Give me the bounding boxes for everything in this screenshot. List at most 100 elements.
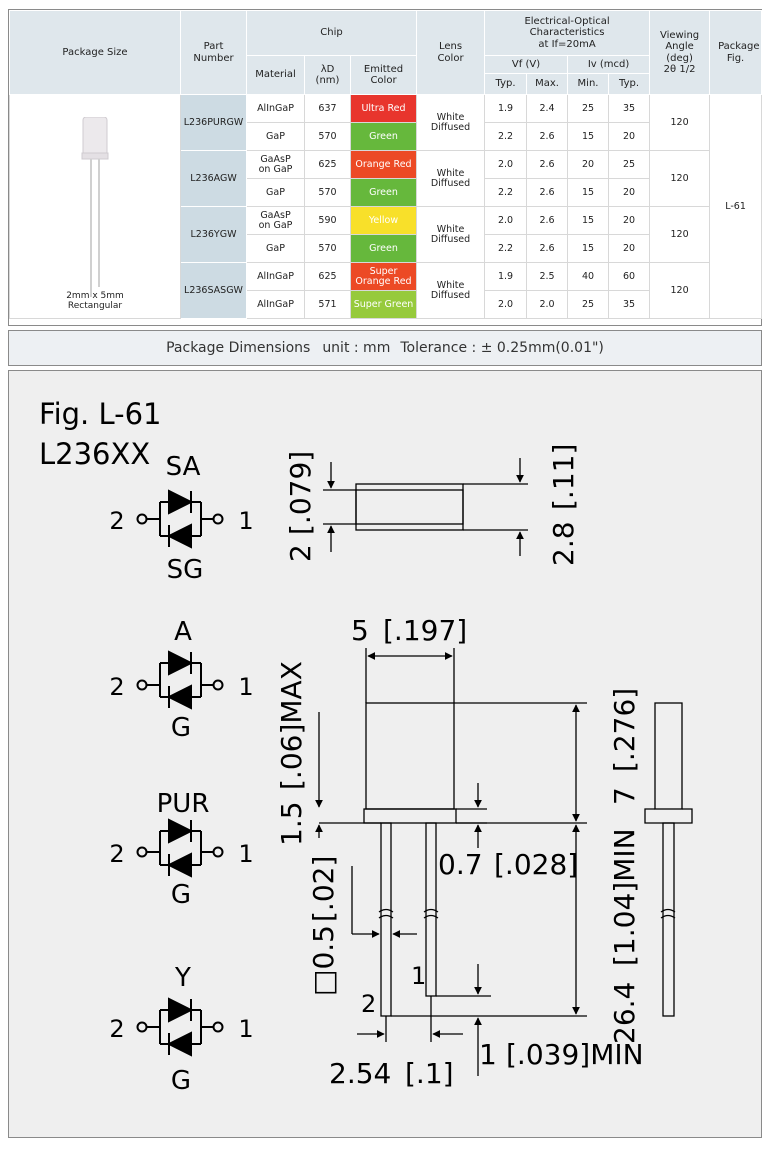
dimensions-unit: unit : mm — [322, 340, 391, 356]
iv-min: 20 — [567, 150, 610, 179]
circuit-top-label: Y — [174, 963, 191, 993]
header-package-size: Package Size — [9, 10, 181, 95]
emitted-color-cell: Super Green — [349, 290, 418, 319]
wavelength: 571 — [304, 290, 351, 319]
vf-typ: 2.2 — [484, 178, 528, 207]
circuit-top-label: SA — [166, 452, 201, 482]
top-view-drawing — [323, 458, 528, 556]
part-number: L236YGW — [180, 206, 247, 263]
package-label: 2mm x 5mm Rectangular — [10, 291, 180, 312]
vf-typ: 2.2 — [484, 234, 528, 263]
figure-panel: Fig. L-61 L236XX SA SG 2 1 A G 2 1 — [8, 370, 762, 1138]
dim-11: [.11] — [547, 444, 580, 510]
circuit-top-label: A — [174, 617, 192, 647]
emitted-color-cell: Green — [349, 178, 418, 207]
material: AlInGaP — [246, 94, 305, 123]
dim-2-8: 2.8 — [547, 521, 580, 566]
dim-0-5-square: □0.5 — [307, 925, 340, 996]
pin-right-label: 1 — [238, 1015, 253, 1043]
header-iv-min: Min. — [567, 73, 610, 95]
pin-left-label: 2 — [109, 507, 124, 535]
dim-276: [.276] — [608, 688, 641, 772]
vf-max: 2.4 — [526, 94, 569, 123]
iv-typ: 20 — [608, 122, 651, 151]
pin-left-label: 2 — [109, 840, 124, 868]
lens-line1: White — [436, 167, 465, 179]
part-number: L236AGW — [180, 150, 247, 207]
iv-min: 15 — [567, 122, 610, 151]
emitted-color-cell: Orange Red — [349, 150, 418, 179]
circuit-pur-g: PUR G 2 1 — [109, 789, 253, 910]
dim-039-min: [.039]MIN — [506, 1038, 644, 1071]
figure-model: L236XX — [39, 437, 150, 471]
viewing-angle: 120 — [649, 94, 711, 151]
pin-left-label: 2 — [109, 1015, 124, 1043]
material-line2: on GaP — [258, 163, 293, 175]
pin-left-label: 2 — [109, 673, 124, 701]
header-viewing-angle: Viewing Angle (deg) 2θ 1/2 — [649, 10, 711, 95]
dim-1-04-min: [1.04]MIN — [608, 828, 641, 966]
material-line1: GaP — [266, 130, 285, 142]
dimension-drawing: Fig. L-61 L236XX SA SG 2 1 A G 2 1 — [39, 397, 693, 1096]
vf-typ: 2.0 — [484, 206, 528, 235]
header-vf: Vf (V) — [484, 55, 569, 74]
emitted-color-cell: Yellow — [349, 206, 418, 235]
iv-min: 15 — [567, 178, 610, 207]
circuit-y-g: Y G 2 1 — [109, 963, 253, 1096]
material: AlInGaP — [246, 290, 305, 319]
lens-line1: White — [436, 279, 465, 291]
diode-pair-icon — [136, 489, 224, 549]
header-viewing-line3: (deg) — [666, 52, 693, 64]
diode-pair-icon — [136, 650, 224, 710]
spec-panel: Package Size Part Number Chip Lens Color… — [8, 9, 763, 326]
lens-line2: Diffused — [430, 177, 471, 189]
vf-max: 2.6 — [526, 178, 569, 207]
dim-1-inch: [.1] — [405, 1057, 454, 1090]
vf-max: 2.6 — [526, 150, 569, 179]
iv-typ: 60 — [608, 262, 651, 291]
header-eo-line1: Electrical-Optical — [524, 15, 610, 27]
color-line1: Green — [369, 186, 398, 198]
header-vf-typ: Typ. — [484, 73, 528, 95]
material-line1: GaP — [266, 186, 285, 198]
vf-typ: 2.0 — [484, 290, 528, 319]
iv-typ: 25 — [608, 150, 651, 179]
emitted-color-cell: Ultra Red — [349, 94, 418, 123]
iv-typ: 20 — [608, 206, 651, 235]
dim-028: [.028] — [494, 848, 578, 881]
material-line1: AlInGaP — [257, 270, 294, 282]
lead-2-label: 2 — [361, 990, 376, 1018]
header-eo-line2: Characteristics — [529, 27, 605, 39]
figure-title: Fig. L-61 — [39, 397, 162, 431]
material: GaP — [246, 122, 305, 151]
color-line1: Yellow — [368, 214, 399, 226]
header-iv: Iv (mcd) — [567, 55, 651, 74]
dim-02: [.02] — [307, 856, 340, 922]
header-package-fig: Package Fig. — [709, 10, 763, 95]
color-line1: Green — [369, 130, 398, 142]
header-lambda-unit: (nm) — [315, 75, 340, 86]
spec-table: Package Size Part Number Chip Lens Color… — [9, 10, 763, 319]
header-viewing-line1: Viewing — [659, 29, 700, 41]
color-line2: Orange Red — [355, 275, 412, 287]
part-number: L236SASGW — [180, 262, 247, 319]
color-line1: Super — [369, 265, 398, 277]
viewing-angle: 120 — [649, 206, 711, 263]
header-eo-line3: at If=20mA — [538, 38, 596, 50]
color-line1: Ultra Red — [361, 102, 406, 114]
diode-pair-icon — [136, 818, 224, 878]
circuit-a-g: A G 2 1 — [109, 617, 253, 743]
dim-26-4: 26.4 — [608, 982, 641, 1044]
iv-min: 15 — [567, 206, 610, 235]
viewing-angle: 120 — [649, 150, 711, 207]
header-part-number: Part Number — [180, 10, 247, 95]
circuit-bottom-label: G — [171, 713, 191, 743]
wavelength: 570 — [304, 178, 351, 207]
material: GaP — [246, 234, 305, 263]
material: AlInGaP — [246, 262, 305, 291]
emitted-color-cell: Green — [349, 234, 418, 263]
